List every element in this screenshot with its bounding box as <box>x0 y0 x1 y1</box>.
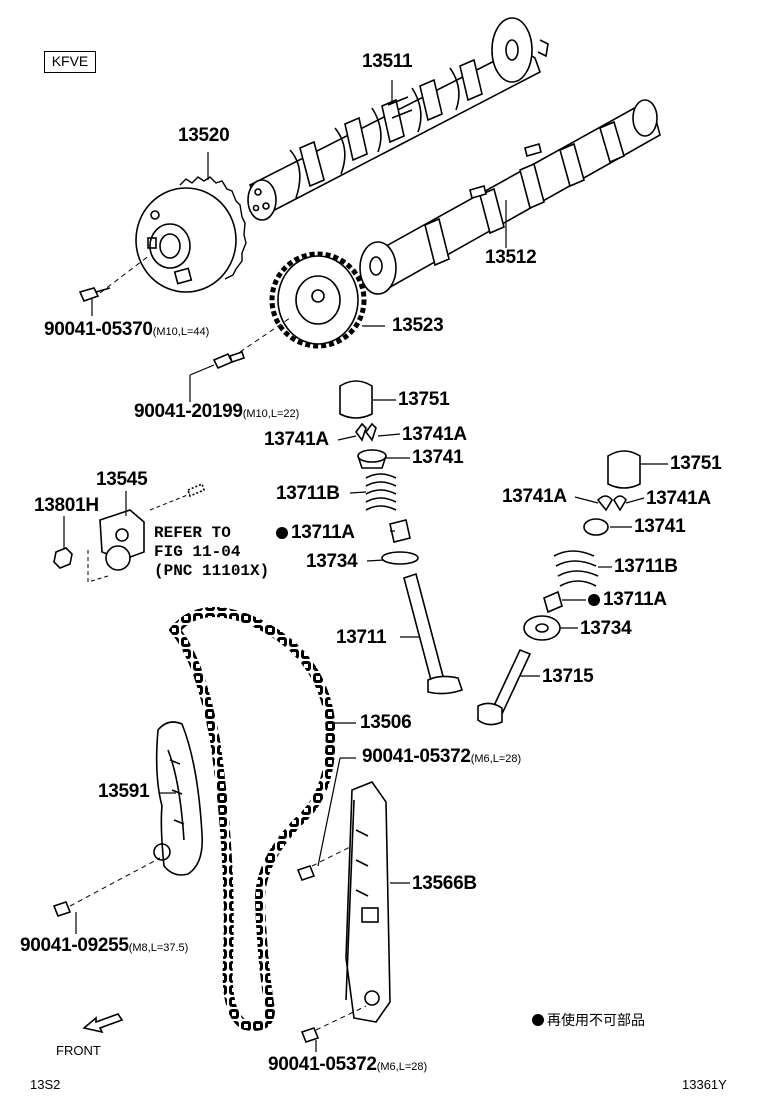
timing-chain-13506 <box>168 607 336 1031</box>
part-label-13734-b: 13734 <box>580 618 632 639</box>
part-label-13520: 13520 <box>178 125 230 146</box>
camshaft-13511 <box>247 17 549 221</box>
bolt-label-90041-20199: 90041-20199(M10,L=22) <box>134 401 300 422</box>
part-label-13741-b: 13741 <box>634 516 686 537</box>
bolt-label-90041-05372-a: 90041-05372(M6,L=28) <box>362 746 522 767</box>
camshaft-13512 <box>359 99 661 295</box>
part-label-13511: 13511 <box>362 51 413 72</box>
refer-line-3: (PNC 11101X) <box>154 562 270 580</box>
valve-assembly-b <box>477 450 641 726</box>
tensioner-13545 <box>87 482 205 583</box>
valve-assembly-a <box>339 380 464 695</box>
footer-code-left: 13S2 <box>30 1077 61 1092</box>
non-reusable-dot-icon <box>588 594 600 606</box>
legend-non-reusable: 再使用不可部品 <box>532 1013 645 1029</box>
nut-13801h <box>53 547 73 569</box>
refer-line-1: REFER TO <box>154 524 231 542</box>
refer-line-2: FIG 11-04 <box>154 543 241 561</box>
leader-lines <box>63 80 668 1052</box>
part-label-13741a-b2: 13741A <box>646 488 711 509</box>
non-reusable-dot-icon <box>276 527 288 539</box>
part-label-13734-a: 13734 <box>306 551 358 572</box>
footer-code-right: 13361Y <box>682 1077 727 1092</box>
part-label-13715: 13715 <box>542 666 594 687</box>
part-label-13523: 13523 <box>392 315 444 336</box>
bolt-90041-09255 <box>52 857 161 917</box>
sprocket-13523 <box>269 251 367 349</box>
bolt-90041-05372-a <box>296 845 353 881</box>
part-label-13591: 13591 <box>98 781 150 802</box>
part-label-13506: 13506 <box>360 712 412 733</box>
part-label-13751-a: 13751 <box>398 389 450 410</box>
part-label-13566b: 13566B <box>412 873 477 894</box>
vvt-gear-13520 <box>135 176 247 293</box>
part-label-13741a-b1: 13741A <box>502 486 567 507</box>
part-label-13512: 13512 <box>485 247 537 268</box>
part-label-13741-a: 13741 <box>412 447 464 468</box>
bolt-label-90041-05372-b: 90041-05372(M6,L=28) <box>268 1054 428 1075</box>
bolt-label-90041-09255: 90041-09255(M8,L=37.5) <box>20 935 189 956</box>
part-label-13741a-a2: 13741A <box>402 424 467 445</box>
part-label-13711b-a: 13711B <box>276 483 340 504</box>
bolt-90041-20199 <box>212 317 291 370</box>
part-label-13711: 13711 <box>336 627 387 648</box>
part-label-13751-b: 13751 <box>670 453 722 474</box>
part-label-13711b-b: 13711B <box>614 556 678 577</box>
part-label-13711a-b: 13711A <box>588 590 667 610</box>
part-label-13741a-a1: 13741A <box>264 429 329 450</box>
bolt-label-90041-05370: 90041-05370(M10,L=44) <box>44 319 210 340</box>
chain-guide-13566b <box>345 781 391 1023</box>
front-arrow-icon <box>82 1013 124 1034</box>
part-label-13801h: 13801H <box>34 495 99 516</box>
part-label-13545: 13545 <box>96 469 148 490</box>
non-reusable-dot-icon <box>532 1014 544 1026</box>
bolt-90041-05372-b <box>300 1005 367 1043</box>
engine-code-box: KFVE <box>44 51 96 73</box>
part-label-13711a-a: 13711A <box>276 523 355 543</box>
bolt-90041-05370 <box>78 254 151 303</box>
chain-slipper-13591 <box>153 721 204 876</box>
front-label: FRONT <box>56 1043 101 1058</box>
